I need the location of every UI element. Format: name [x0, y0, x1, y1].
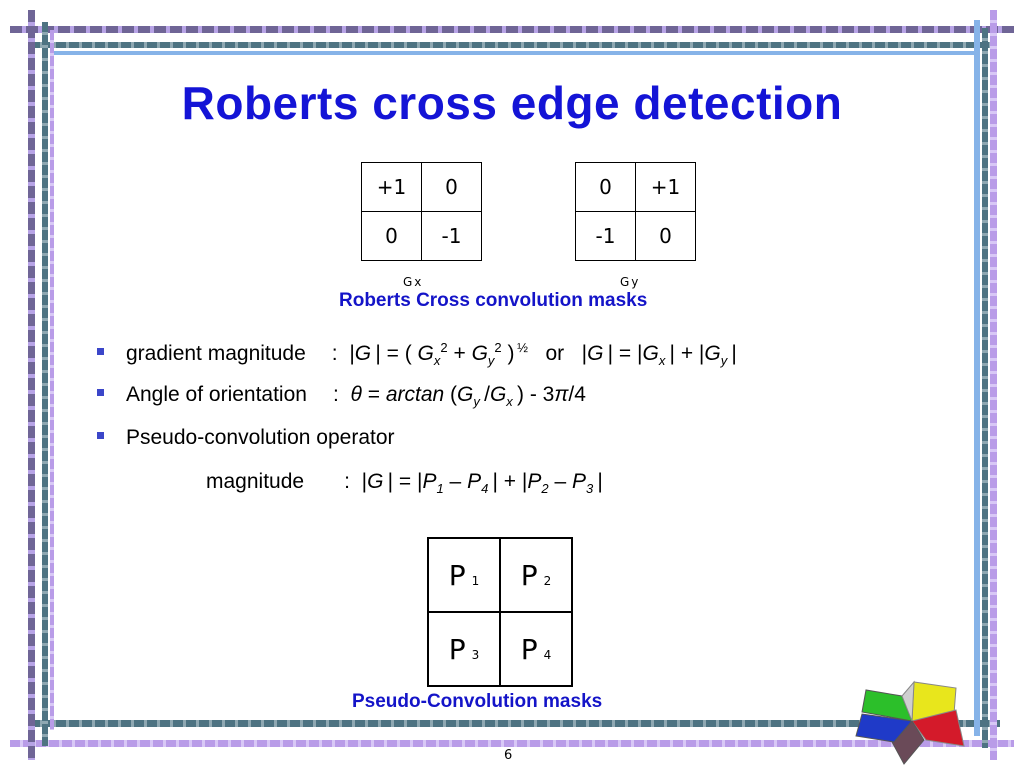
frame-right-blue-line: [974, 20, 980, 736]
slide-title: Roberts cross edge detection: [181, 77, 843, 129]
gx-label: Gx: [403, 275, 424, 289]
frame-left-dashed-line: [28, 10, 35, 760]
frame-left-teal-line: [42, 22, 48, 746]
bullet-pseudo-convolution: Pseudo-convolution operator: [97, 426, 395, 450]
bullet-gradient-magnitude: gradient magnitude: |G | = ( Gx2 + Gy2 )…: [97, 340, 737, 368]
gx-cell: +1: [361, 162, 422, 212]
pseudo-convolution-label: Pseudo-convolution operator: [126, 426, 395, 449]
pinwheel-logo-icon: [855, 680, 965, 765]
colon: :: [344, 470, 350, 493]
bullet-angle-orientation: Angle of orientation: θ = arctan (Gy /Gx…: [97, 383, 586, 409]
frame-bottom-teal-line: [30, 720, 1000, 727]
angle-formula: θ = arctan (Gy /Gx ) - 3π/4: [350, 383, 586, 410]
frame-top-blue-line: [50, 51, 980, 55]
gy-cell: 0: [635, 211, 696, 261]
pseudo-masks-caption: Pseudo-Convolution masks: [352, 691, 603, 712]
gx-cell: 0: [421, 162, 482, 212]
angle-orientation-label: Angle of orientation: [126, 383, 307, 406]
gradient-magnitude-label: gradient magnitude: [126, 342, 306, 365]
gradient-magnitude-formula: |G | = ( Gx2 + Gy2 ) ½ or |G | = |Gx | +…: [343, 340, 737, 369]
gy-label: Gy: [620, 275, 641, 289]
magnitude-label: magnitude: [206, 470, 305, 493]
colon: :: [331, 342, 338, 365]
gx-mask: +1 0 0 -1: [361, 162, 482, 261]
bullet-square-icon: [97, 431, 104, 439]
frame-right-teal-line: [982, 28, 988, 748]
roberts-masks-caption: Roberts Cross convolution masks: [339, 290, 648, 311]
gy-cell: 0: [575, 162, 636, 212]
gy-mask: 0 +1 -1 0: [575, 162, 696, 261]
colon: :: [332, 383, 339, 406]
bullet-square-icon: [97, 388, 104, 396]
frame-left-lavender-line: [50, 30, 54, 730]
gx-cell: 0: [361, 211, 422, 261]
frame-top-dashed-line: [10, 26, 1014, 33]
frame-right-lavender-line: [990, 10, 997, 760]
or-word: or: [545, 342, 565, 365]
page-number: 6: [504, 748, 513, 763]
gx-cell: -1: [421, 211, 482, 261]
pseudo-magnitude-line: magnitude: |G | = |P1 – P4 | + |P2 – P3 …: [206, 470, 603, 496]
frame-bottom-lavender-line: [10, 740, 1014, 747]
frame-top-teal-line: [30, 42, 992, 48]
gy-cell: -1: [575, 211, 636, 261]
bullet-square-icon: [97, 347, 104, 355]
pseudo-magnitude-formula: |G | = |P1 – P4 | + |P2 – P3 |: [355, 470, 603, 497]
gy-cell: +1: [635, 162, 696, 212]
